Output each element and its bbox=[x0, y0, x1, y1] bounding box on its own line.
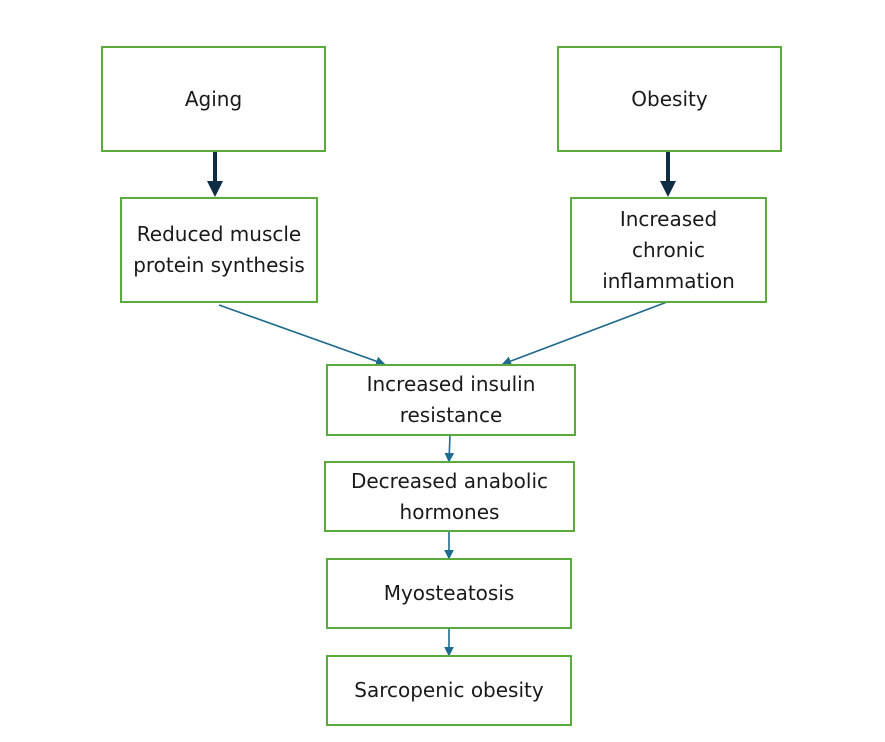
node-increased-insulin-resistance: Increased insulin resistance bbox=[326, 364, 576, 436]
node-increased-chronic-inflammation: Increased chronic inflammation bbox=[570, 197, 767, 303]
node-obesity: Obesity bbox=[557, 46, 782, 152]
node-label: Decreased anabolic hormones bbox=[350, 468, 549, 524]
node-label: Increased chronic inflammation bbox=[602, 206, 735, 293]
arrow-insulin-resistance-to-anabolic-hormones bbox=[444, 434, 455, 463]
node-label: Aging bbox=[184, 86, 243, 111]
node-label: Increased insulin resistance bbox=[366, 372, 536, 427]
arrow-reduced-mps-to-insulin-resistance bbox=[218, 304, 386, 366]
node-myosteatosis: Myosteatosis bbox=[326, 558, 572, 629]
node-aging: Aging bbox=[101, 46, 326, 152]
node-label: Myosteatosis bbox=[383, 581, 515, 605]
arrow-chronic-inflammation-to-insulin-resistance bbox=[501, 301, 668, 366]
node-sarcopenic-obesity: Sarcopenic obesity bbox=[326, 655, 572, 726]
node-label: Sarcopenic obesity bbox=[354, 678, 544, 702]
node-reduced-muscle-protein-synthesis: Reduced muscle protein synthesis bbox=[120, 197, 318, 303]
node-label: Obesity bbox=[631, 86, 708, 111]
node-label: Reduced muscle protein synthesis bbox=[133, 222, 305, 277]
node-decreased-anabolic-hormones: Decreased anabolic hormones bbox=[324, 461, 575, 532]
